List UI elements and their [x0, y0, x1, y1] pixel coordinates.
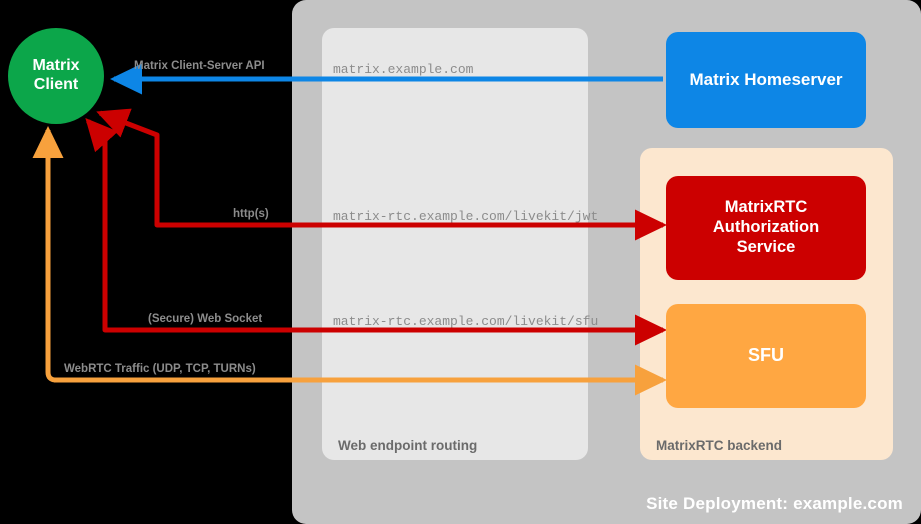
matrix-client-label-line2: Client — [33, 76, 79, 93]
label-secure-web-socket: (Secure) Web Socket — [148, 313, 263, 325]
label-https: http(s) — [233, 208, 269, 220]
node-sfu[interactable]: SFU — [666, 304, 866, 408]
label-webrtc-traffic: WebRTC Traffic (UDP, TCP, TURNs) — [64, 363, 256, 375]
web-endpoint-routing-label: Web endpoint routing — [338, 438, 478, 453]
matrixrtc-backend-label: MatrixRTC backend — [656, 438, 783, 453]
auth-service-label-line3: Service — [736, 237, 796, 256]
matrix-client-label-line1: Matrix — [32, 57, 80, 75]
site-deployment-label: Site Deployment: example.com — [646, 494, 903, 513]
web-endpoint-routing-panel — [322, 28, 588, 460]
auth-service-label-line1: MatrixRTC — [724, 198, 808, 217]
endpoint-livekit-sfu: matrix-rtc.example.com/livekit/sfu — [333, 314, 599, 329]
auth-service-label-line2: Authorization — [712, 218, 820, 237]
sfu-label: SFU — [748, 345, 784, 366]
endpoint-livekit-jwt: matrix-rtc.example.com/livekit/jwt — [333, 209, 599, 224]
matrix-homeserver-label: Matrix Homeserver — [689, 69, 843, 89]
node-matrixrtc-authorization-service[interactable]: MatrixRTC Authorization Service — [666, 176, 866, 280]
node-matrix-client[interactable]: Matrix Client — [8, 28, 104, 124]
node-matrix-homeserver[interactable]: Matrix Homeserver — [666, 32, 866, 128]
label-matrix-client-server-api: Matrix Client-Server API — [134, 60, 265, 72]
endpoint-matrix-example-com: matrix.example.com — [333, 62, 474, 77]
